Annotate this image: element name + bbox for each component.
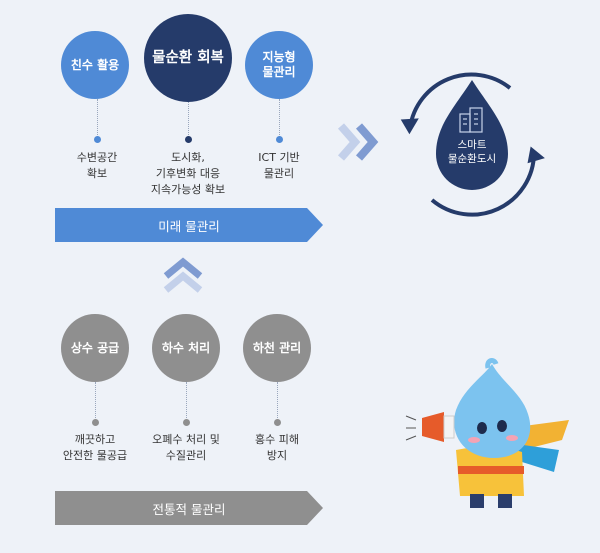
connector-line — [277, 382, 278, 420]
megaphone-icon — [422, 412, 444, 442]
chevron-up-icon — [163, 257, 203, 293]
caption-water-cycle: 도시화, 기후변화 대응 지속가능성 확보 — [150, 151, 226, 196]
connector-line — [186, 382, 187, 420]
connector-dot — [274, 419, 281, 426]
connector-dot — [92, 419, 99, 426]
smart-city-label: 스마트 물순환도시 — [447, 139, 497, 166]
traditional-banner: 전통적 물관리 — [55, 491, 323, 525]
circle-water-cycle-recovery: 물순환 회복 — [144, 14, 232, 102]
future-banner: 미래 물관리 — [55, 208, 323, 242]
circle-waterfront-use: 친수 활용 — [61, 31, 129, 99]
connector-dot — [276, 136, 283, 143]
connector-line — [188, 102, 189, 137]
connector-dot — [94, 136, 101, 143]
water-cycle-diagram — [400, 72, 545, 217]
banner-arrow-shape — [55, 208, 323, 242]
connector-line — [97, 99, 98, 137]
circle-water-supply: 상수 공급 — [61, 314, 129, 382]
connector-dot — [183, 419, 190, 426]
caption-smart-management: ICT 기반 물관리 — [258, 151, 300, 180]
banner-arrow-shape — [55, 491, 323, 525]
caption-waterfront: 수변공간 확보 — [76, 151, 118, 180]
connector-dot — [185, 136, 192, 143]
city-building-icon — [459, 107, 483, 133]
caption-flood: 홍수 피해 방지 — [255, 433, 299, 462]
caption-water-supply: 깨끗하고 안전한 물공급 — [62, 433, 128, 462]
future-banner-label: 미래 물관리 — [158, 218, 220, 234]
circle-sewage-treatment: 하수 처리 — [152, 314, 220, 382]
traditional-banner-label: 전통적 물관리 — [152, 501, 226, 517]
chevron-right-icon — [337, 123, 379, 161]
caption-sewage: 오폐수 처리 및 수질관리 — [152, 433, 220, 462]
water-drop-mascot-illustration — [405, 358, 569, 508]
connector-line — [279, 99, 280, 137]
circle-smart-water-management: 지능형 물관리 — [245, 31, 313, 99]
connector-line — [95, 382, 96, 420]
circle-river-management: 하천 관리 — [243, 314, 311, 382]
